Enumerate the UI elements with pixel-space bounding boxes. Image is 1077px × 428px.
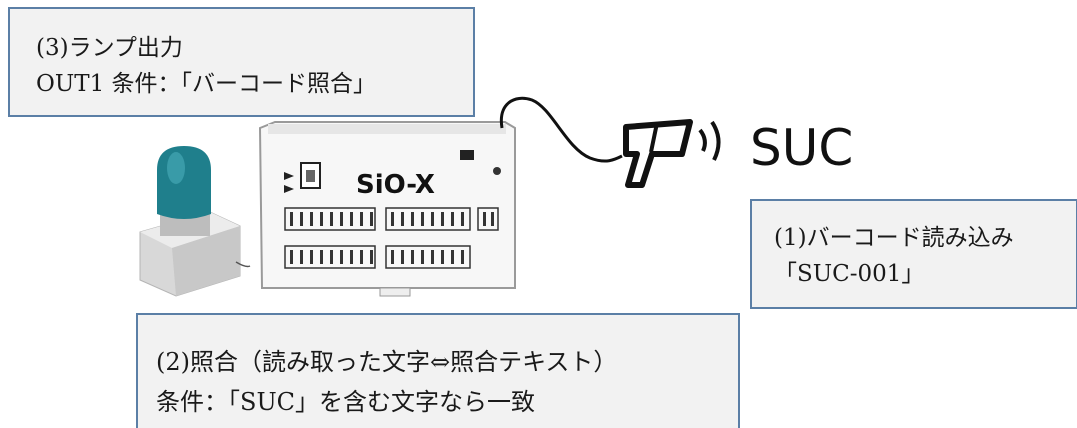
scanner-cable — [499, 96, 623, 163]
barcode-scanner-icon — [623, 119, 721, 188]
terminal-block-top — [284, 207, 499, 231]
callout-matching-condition: 条件：「SUC」を含む文字なら一致 — [156, 388, 536, 416]
signal-lamp — [139, 146, 251, 297]
callout-lamp-output-title: (3)ランプ出力 — [36, 35, 183, 61]
callout-matching: (2)照合（読み取った文字⇔照合テキスト） 条件：「SUC」を含む文字なら一致 — [136, 313, 740, 428]
usb-port-icon — [300, 162, 321, 189]
terminal-block-bottom — [284, 245, 471, 269]
callout-barcode-read-value: 「SUC-001」 — [774, 261, 925, 287]
callout-barcode-read: (1)バーコード読み込み 「SUC-001」 — [750, 199, 1077, 309]
callout-matching-title: (2)照合（読み取った文字⇔照合テキスト） — [156, 348, 618, 376]
callout-lamp-output-condition: OUT1 条件：「バーコード照合」 — [36, 71, 377, 97]
sio-x-controller: SiO-X — [258, 121, 516, 297]
scanner-label: SUC — [750, 119, 853, 177]
lamp-dome-icon — [157, 146, 211, 219]
callout-lamp-output: (3)ランプ出力 OUT1 条件：「バーコード照合」 — [8, 7, 475, 117]
callout-barcode-read-title: (1)バーコード読み込み — [774, 225, 1014, 251]
device-model-label: SiO-X — [356, 170, 435, 200]
